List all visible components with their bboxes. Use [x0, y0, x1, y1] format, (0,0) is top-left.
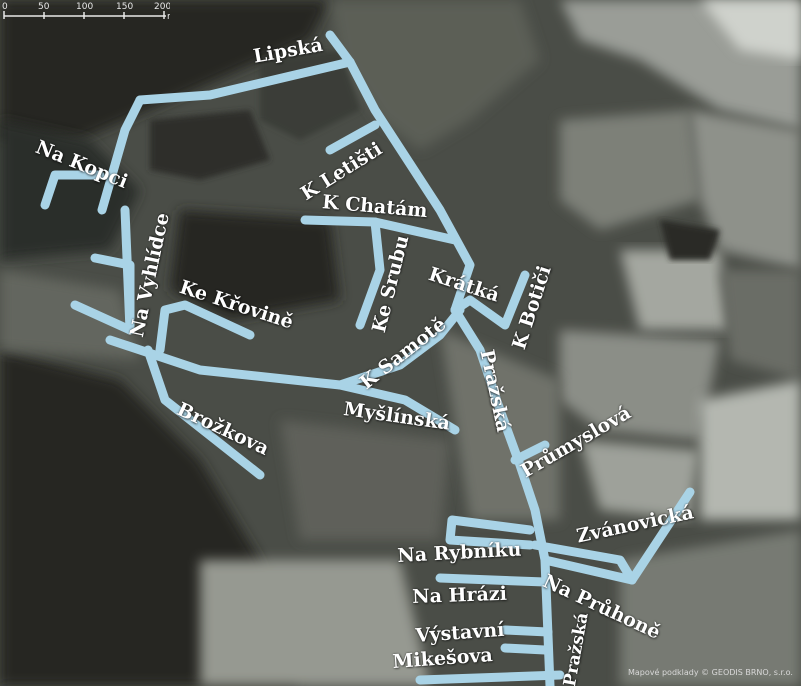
road-brozkova	[143, 345, 265, 480]
road-na-hrazi	[435, 573, 550, 587]
road-k-samote	[335, 305, 465, 390]
road-k-letisti	[325, 120, 380, 155]
road-na-kopci	[40, 170, 105, 210]
label-na-hrazi: Na Hrázi	[411, 582, 508, 608]
road-na-vyhlidce-2	[120, 205, 135, 335]
road-main-north	[325, 30, 475, 315]
scale-tick-0: 0	[2, 2, 8, 12]
road-south-bottom	[415, 670, 565, 685]
road-ke-krovine	[155, 300, 255, 355]
road-mikesova	[500, 643, 550, 655]
road-na-pruhone	[540, 555, 637, 585]
scale-tick-1: 50	[38, 2, 50, 12]
scale-bar: 0 50 100 150 200 m	[2, 2, 170, 22]
map-attribution: Mapové podklady © GEODIS BRNO, s.r.o.	[628, 668, 793, 677]
road-na-rybniku	[445, 515, 535, 550]
scale-tick-4: 200	[154, 2, 170, 12]
scale-unit: m	[167, 12, 170, 22]
road-network	[40, 30, 695, 686]
scale-tick-2: 100	[76, 2, 93, 12]
road-zvanovicka	[530, 487, 695, 585]
scale-tick-3: 150	[116, 2, 133, 12]
road-lipska-west	[97, 95, 145, 215]
road-prumyslova	[510, 440, 550, 465]
road-kratka	[450, 270, 530, 330]
road-lipska	[135, 57, 355, 105]
road-ke-srubu	[355, 217, 385, 330]
road-vystavni	[500, 625, 553, 637]
